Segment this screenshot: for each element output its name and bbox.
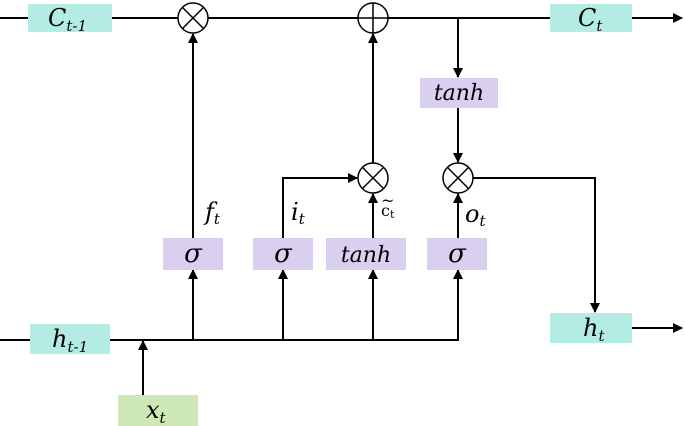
hidden-next-subscript: t [598,327,605,345]
svg-text:ht-1: ht-1 [52,325,88,356]
cell-state-next-box: Ct [550,4,632,35]
forget-gate-activation: σ [184,239,203,269]
candidate-gate-box: tanh [326,238,406,270]
forget-multiply-op [177,2,209,34]
svg-text:ht: ht [583,314,605,345]
hidden-out-arrow [473,177,600,313]
input-gate-activation: σ [274,239,293,269]
hidden-state-flow [0,269,683,395]
hidden-state-prev-box: ht-1 [30,324,110,356]
input-multiply-op [357,162,389,194]
candidate-gate-label: ~ ct [381,191,395,221]
forget-gate-label: ft [203,198,221,228]
hidden-prev-label: h [52,325,67,353]
svg-text:Ct: Ct [578,4,603,35]
hidden-state-next-box: ht [550,313,632,345]
cell-state-prev-subscript: t-1 [66,17,87,35]
forget-gate-box: σ [163,238,223,270]
hidden-prev-subscript: t-1 [67,338,88,356]
candidate-gate-activation: tanh [341,243,391,268]
output-gate-label: ot [465,200,486,230]
input-box: xt [118,395,198,426]
cell-state-next-label: C [578,4,596,32]
candidate-tilde: ~ [381,191,394,210]
cell-add-op [357,2,389,34]
cell-state-prev-box: Ct-1 [28,4,112,35]
hidden-next-label: h [583,314,598,342]
input-gate-box: σ [253,238,313,270]
input-label: x [146,396,160,424]
input-subscript: t [160,409,167,426]
cell-tanh-box: tanh [420,78,498,108]
output-gate-box: σ [427,238,487,270]
cell-tanh-label: tanh [434,81,484,106]
input-gate-label: it [291,198,306,228]
cell-state-prev-label: C [48,4,66,32]
output-gate-activation: σ [448,239,467,269]
output-multiply-op [442,162,474,194]
svg-text:Ct-1: Ct-1 [48,4,87,35]
cell-state-next-subscript: t [596,17,603,35]
input-gate-arrow [282,173,358,238]
svg-text:ct: ct [381,201,395,221]
svg-text:xt: xt [146,396,167,426]
